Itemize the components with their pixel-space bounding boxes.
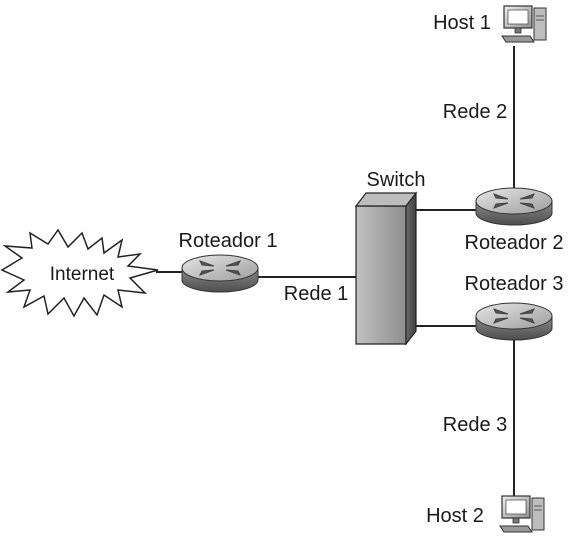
computer-icon	[501, 5, 547, 43]
switch: Switch	[354, 169, 426, 346]
router-2: Roteador 2	[465, 187, 564, 254]
router-icon	[475, 187, 553, 226]
router-3-label: Roteador 3	[465, 273, 564, 295]
host-2-label: Host 2	[426, 505, 484, 527]
internet-label: Internet	[50, 264, 115, 285]
router-2-label: Roteador 2	[465, 232, 564, 254]
router-1: Roteador 1	[179, 230, 278, 293]
rede-3-label: Rede 3	[443, 414, 508, 436]
computer-icon	[499, 495, 545, 533]
switch-label: Switch	[367, 169, 426, 191]
host-1-label: Host 1	[433, 12, 491, 34]
rede-2-label: Rede 2	[443, 101, 508, 123]
router-1-label: Roteador 1	[179, 230, 278, 252]
switch-icon	[354, 191, 418, 346]
internet-cloud-icon: Internet	[0, 228, 159, 318]
host-2: Host 2	[426, 495, 545, 533]
connection-lines	[156, 46, 515, 500]
router-3: Roteador 3	[465, 273, 564, 341]
rede-1-label: Rede 1	[284, 283, 349, 305]
host-1: Host 1	[433, 5, 547, 43]
router-icon	[475, 302, 553, 341]
router-icon	[181, 254, 259, 293]
